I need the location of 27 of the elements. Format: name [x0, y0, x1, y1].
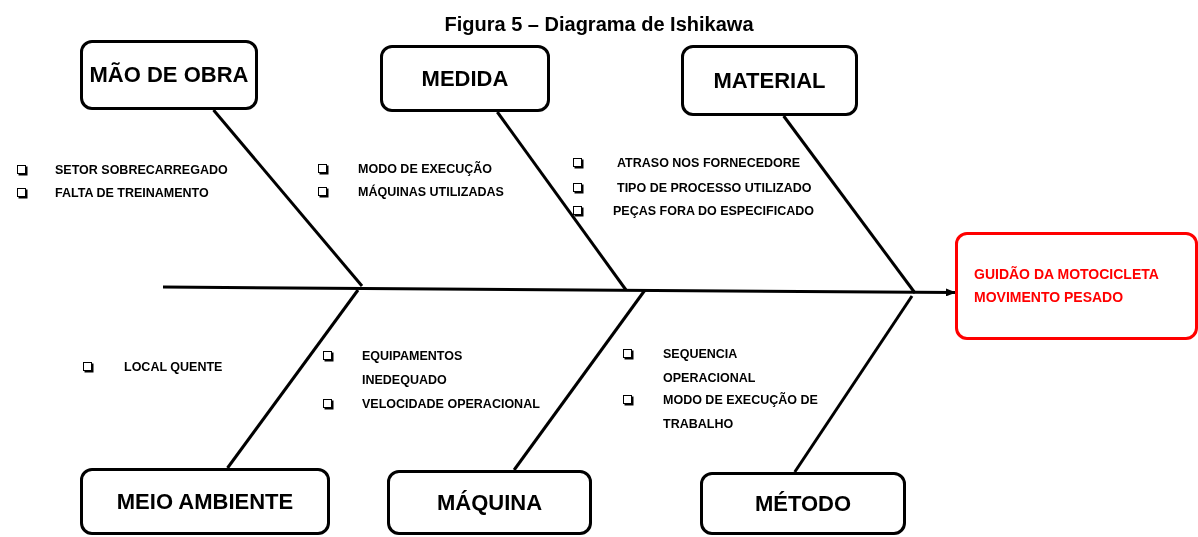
category-box: MÁQUINA [387, 470, 592, 535]
figure-title: Figura 5 – Diagrama de Ishikawa [443, 13, 755, 36]
bone-line [212, 109, 364, 287]
category-box: MÃO DE OBRA [80, 40, 258, 110]
cause-item: MÁQUINAS UTILIZADAS [358, 183, 505, 201]
cause-item: PEÇAS FORA DO ESPECIFICADO [613, 203, 815, 220]
bone-line [793, 295, 914, 473]
cause-item: ATRASO NOS FORNECEDORE [617, 155, 802, 172]
cause-item: SEQUENCIA OPERACIONAL [663, 346, 757, 387]
category-box: MEIO AMBIENTE [80, 468, 330, 535]
cause-item: TIPO DE PROCESSO UTILIZADO [617, 180, 813, 197]
cause-item: MODO DE EXECUÇÃO DE TRABALHO [663, 391, 819, 433]
category-box: MÉTODO [700, 472, 906, 535]
bone-line [496, 111, 628, 291]
cause-item: MODO DE EXECUÇÃO [358, 160, 494, 178]
category-box: MATERIAL [681, 45, 858, 116]
cause-item: FALTA DE TREINAMENTO [55, 185, 210, 202]
effect-box: GUIDÃO DA MOTOCICLETA MOVIMENTO PESADO [955, 232, 1198, 340]
cause-item: VELOCIDADE OPERACIONAL [362, 396, 541, 413]
bone-line [782, 115, 917, 294]
category-box: MEDIDA [380, 45, 550, 112]
bone-line [512, 289, 647, 471]
bone-line [226, 289, 360, 469]
cause-item: SETOR SOBRECARREGADO [55, 162, 229, 179]
cause-item: EQUIPAMENTOS INEDEQUADO [362, 348, 464, 389]
spine-arrow [163, 285, 956, 297]
cause-item: LOCAL QUENTE [124, 359, 224, 376]
